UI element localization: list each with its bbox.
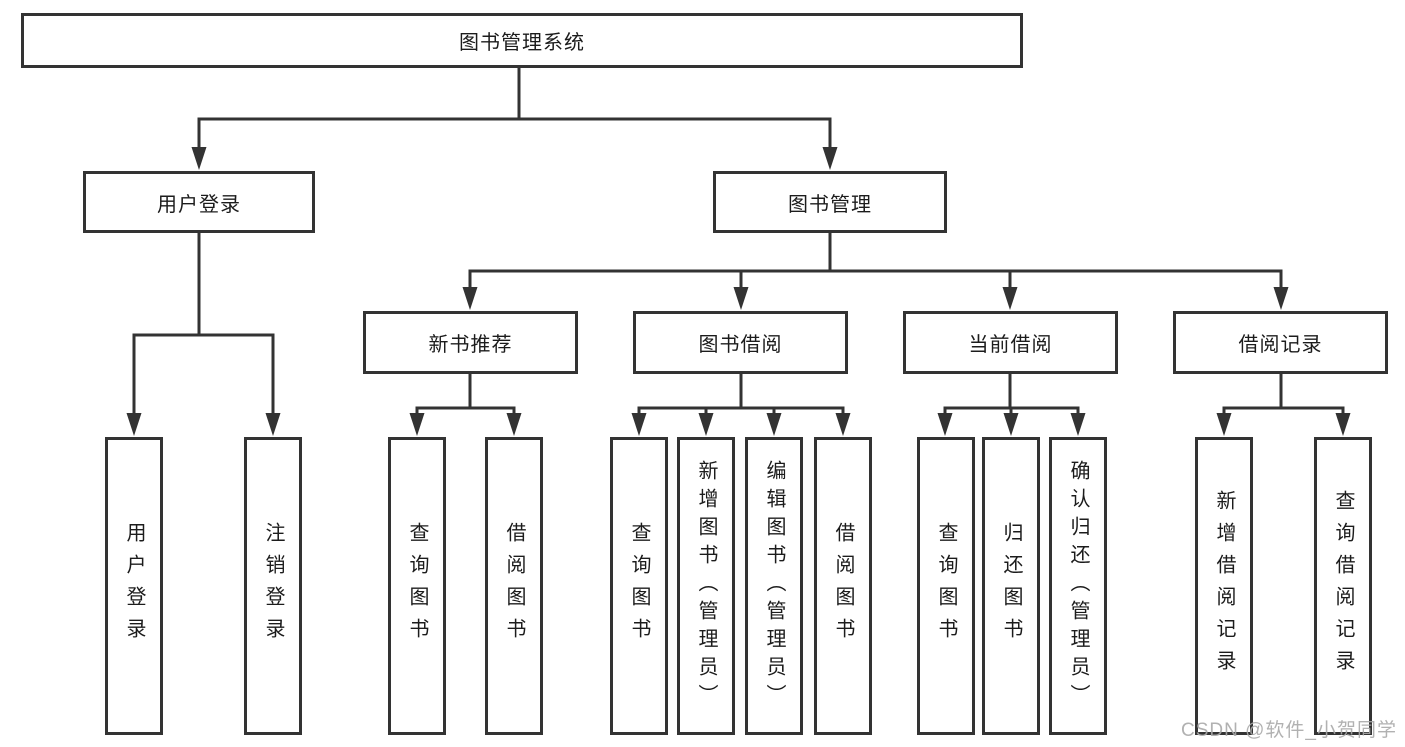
leaf-borrow-books-recommend: 借阅图书	[485, 437, 543, 735]
leaf-add-borrow-record: 新增借阅记录	[1195, 437, 1253, 735]
leaf-add-book-admin: 新增图书（管理员）	[677, 437, 735, 735]
node-label: 当前借阅	[968, 334, 1053, 356]
leaf-label: 借阅图书	[832, 522, 854, 650]
leaf-query-books-borrow: 查询图书	[610, 437, 668, 735]
leaf-user-login: 用户登录	[105, 437, 163, 735]
leaf-query-books-current: 查询图书	[917, 437, 975, 735]
leaf-logout: 注销登录	[244, 437, 302, 735]
node-label: 图书管理	[788, 193, 872, 216]
node-label: 新书推荐	[428, 334, 513, 356]
leaf-label: 归还图书	[1000, 522, 1022, 650]
leaf-label: 查询图书	[628, 522, 650, 650]
leaf-label: 借阅图书	[503, 522, 525, 650]
node-current-borrowing: 当前借阅	[903, 311, 1118, 374]
node-label: 用户登录	[157, 193, 241, 216]
leaf-confirm-return-admin: 确认归还（管理员）	[1049, 437, 1107, 735]
node-label: 借阅记录	[1238, 334, 1323, 356]
leaf-label: 查询借阅记录	[1332, 490, 1354, 682]
watermark: CSDN @软件_小贺同学	[1181, 720, 1397, 741]
leaf-label: 用户登录	[123, 522, 145, 650]
leaf-label: 查询图书	[935, 522, 957, 650]
node-new-book-recommendation: 新书推荐	[363, 311, 578, 374]
leaf-label: 确认归还（管理员）	[1067, 460, 1089, 712]
node-label: 图书借阅	[698, 334, 783, 356]
edge-root-to-level2	[197, 68, 832, 150]
leaf-query-borrow-record: 查询借阅记录	[1314, 437, 1372, 735]
node-borrowing-records: 借阅记录	[1173, 311, 1388, 374]
node-book-borrowing: 图书借阅	[633, 311, 848, 374]
edge-userlogin-to-leaves	[132, 232, 275, 416]
leaf-label: 编辑图书（管理员）	[763, 460, 785, 712]
leaf-label: 查询图书	[406, 522, 428, 650]
node-label: 图书管理系统	[459, 32, 585, 54]
node-book-management: 图书管理	[713, 171, 947, 233]
arrowheads	[126, 147, 1351, 436]
leaf-query-books-recommend: 查询图书	[388, 437, 446, 735]
leaf-return-books: 归还图书	[982, 437, 1040, 735]
leaf-label: 新增借阅记录	[1213, 490, 1235, 682]
edge-bookmgmt-to-level3	[468, 232, 1283, 290]
node-user-login: 用户登录	[83, 171, 315, 233]
leaf-edit-book-admin: 编辑图书（管理员）	[745, 437, 803, 735]
edge-level3-to-leaves	[415, 374, 1345, 418]
leaf-label: 注销登录	[262, 522, 284, 650]
node-library-management-system: 图书管理系统	[21, 13, 1023, 68]
leaf-label: 新增图书（管理员）	[695, 460, 717, 712]
leaf-borrow-books-borrow: 借阅图书	[814, 437, 872, 735]
